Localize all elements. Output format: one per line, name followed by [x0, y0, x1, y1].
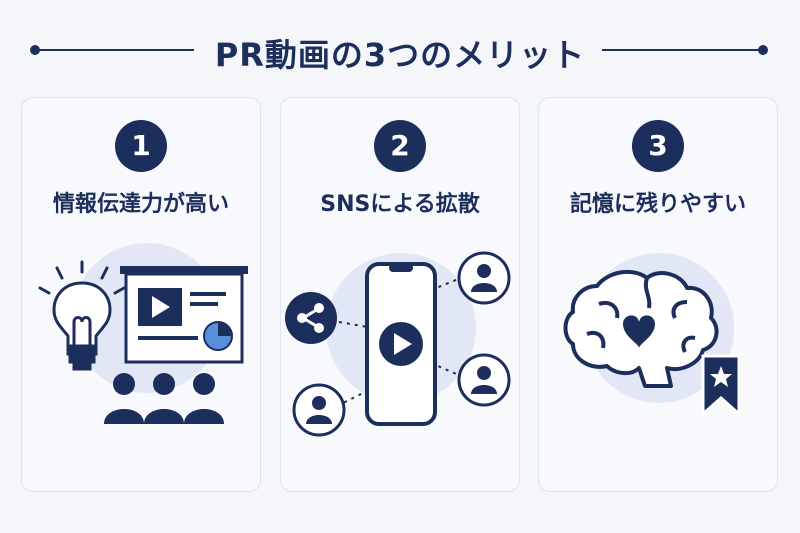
share-icon: [285, 292, 337, 344]
lightbulb-icon: [38, 260, 126, 371]
smartphone-icon: [365, 262, 437, 426]
merit-card-3: 3 記憶に残りやすい: [538, 97, 778, 492]
illustration: [22, 238, 262, 478]
header-line-right: [602, 49, 762, 51]
illustration: [539, 238, 779, 478]
card-title: 情報伝達力が高い: [52, 192, 229, 217]
header-dot-left: [30, 45, 40, 55]
merit-card-2: 2 SNSによる拡散: [280, 97, 520, 492]
card-title: 記憶に残りやすい: [569, 192, 746, 217]
heart-icon: [623, 315, 655, 348]
page-title: PR動画の3つのメリット: [214, 36, 586, 74]
user-icon: [457, 353, 511, 407]
user-icon: [457, 251, 511, 305]
card-title: SNSによる拡散: [320, 192, 480, 217]
presentation-board-icon: [120, 266, 248, 364]
header: PR動画の3つのメリット: [0, 22, 800, 78]
illustration: [281, 238, 521, 478]
pie-chart-icon: [203, 321, 233, 351]
number-badge: 2: [374, 120, 426, 172]
number-badge: 1: [115, 120, 167, 172]
user-icon: [292, 383, 346, 437]
merit-card-1: 1 情報伝達力が高い: [21, 97, 261, 492]
header-dot-right: [758, 45, 768, 55]
audience-icon: [104, 373, 224, 424]
play-button-icon: [379, 322, 423, 366]
number-badge: 3: [632, 120, 684, 172]
bookmark-star-icon: [701, 354, 741, 418]
header-line-left: [36, 49, 194, 51]
